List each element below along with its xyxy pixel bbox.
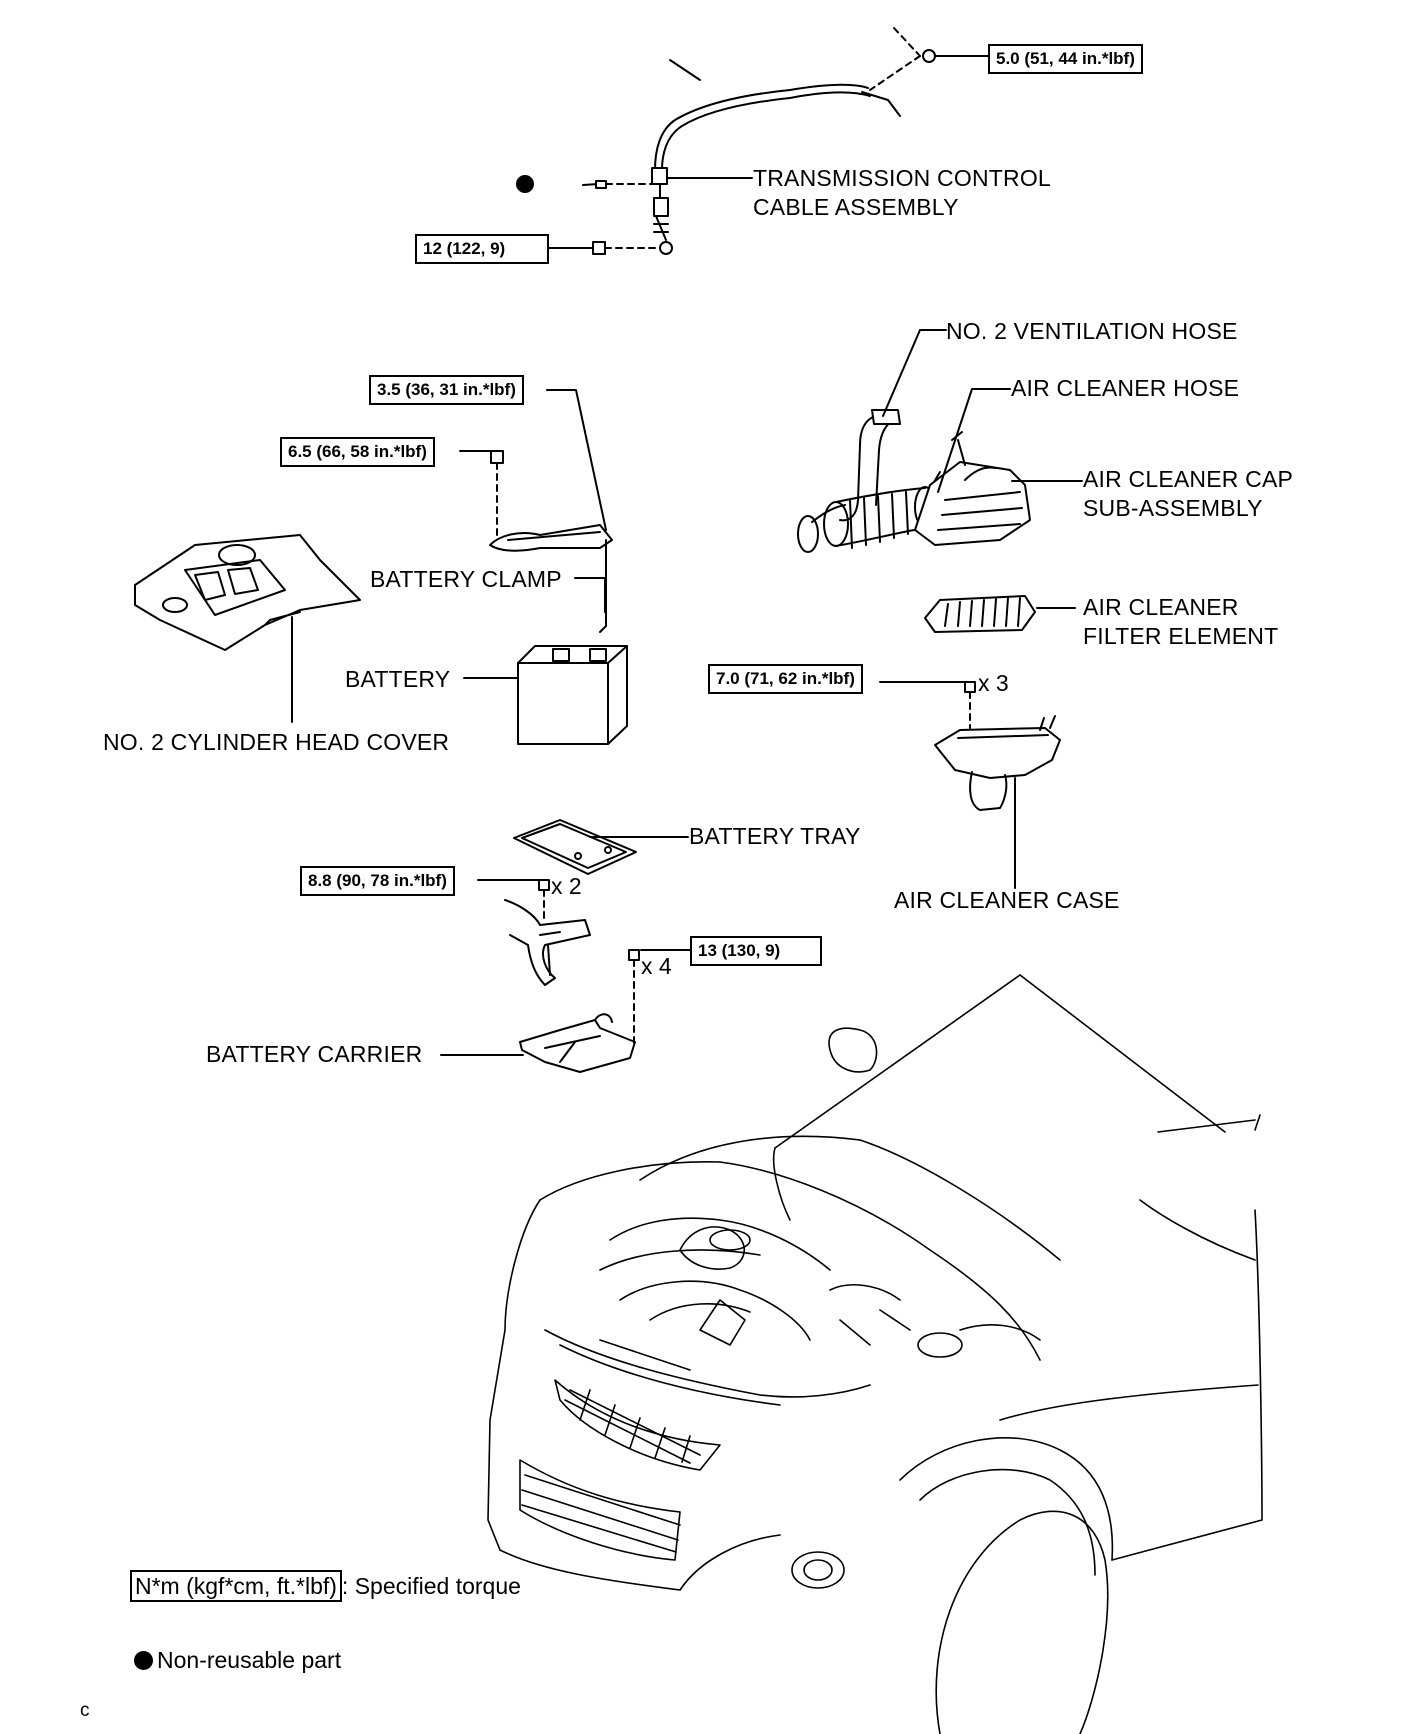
transmission-cable-illustration [582,27,936,255]
torque-tray-bolt: 8.8 (90, 78 in.*lbf) [300,866,455,896]
legend-torque-unit: N*m (kgf*cm, ft.*lbf) [130,1570,342,1602]
torque-carrier-bolt: 13 (130, 9) [690,936,822,966]
vehicle-illustration [487,974,1263,1734]
qty-air-case: x 3 [978,670,1009,696]
air-cleaner-case-illustration [934,681,1061,811]
legend-torque: N*m (kgf*cm, ft.*lbf): Specified torque [130,1570,521,1602]
torque-air-case: 7.0 (71, 62 in.*lbf) [708,664,863,694]
corner-mark: c [80,1700,90,1721]
nonreusable-dot [516,175,534,193]
label-battery-clamp: BATTERY CLAMP [370,566,562,592]
label-air-cleaner-case: AIR CLEANER CASE [894,887,1120,913]
label-air-cleaner-cap: AIR CLEANER CAP SUB-ASSEMBLY [1083,466,1294,521]
label-ventilation-hose: NO. 2 VENTILATION HOSE [946,318,1238,344]
battery-carrier-illustration [519,949,640,1073]
label-transmission-cable: TRANSMISSION CONTROL CABLE ASSEMBLY [753,165,1051,220]
legend-nonreusable-text: Non-reusable part [157,1647,342,1673]
tray-bracket-illustration [504,879,591,986]
qty-tray-bolt: x 2 [551,873,582,899]
label-battery: BATTERY [345,666,451,692]
torque-cable-upper: 5.0 (51, 44 in.*lbf) [988,44,1143,74]
legend-torque-desc: : Specified torque [341,1573,521,1599]
torque-clamp-bolt: 6.5 (66, 58 in.*lbf) [280,437,435,467]
label-air-cleaner-hose: AIR CLEANER HOSE [1011,375,1240,401]
label-battery-tray: BATTERY TRAY [689,823,861,849]
battery-illustration [517,645,628,745]
label-air-cleaner-filter: AIR CLEANER FILTER ELEMENT [1083,594,1279,649]
air-cleaner-cap-illustration [914,431,1031,546]
battery-clamp-illustration [489,450,613,633]
battery-tray-illustration [513,819,637,875]
cylinder-head-cover-illustration [134,534,361,651]
label-battery-carrier: BATTERY CARRIER [206,1041,423,1067]
torque-clamp-rod: 3.5 (36, 31 in.*lbf) [369,375,524,405]
qty-carrier-bolt: x 4 [641,953,672,979]
legend-nonreusable-dot [134,1651,153,1670]
torque-cable-lower: 12 (122, 9) [415,234,549,264]
label-cylinder-head-cover: NO. 2 CYLINDER HEAD COVER [103,729,450,755]
air-cleaner-filter-illustration [924,595,1036,633]
legend-nonreusable: Non-reusable part [134,1647,341,1674]
